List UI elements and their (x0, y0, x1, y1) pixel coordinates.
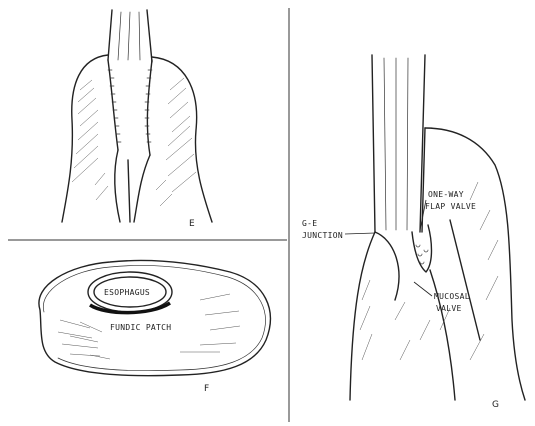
label-mucosal-valve-line1: MUCOSAL (434, 292, 470, 301)
label-ge-junction-line2: JUNCTION (302, 231, 343, 240)
panel-f-drawing (39, 260, 270, 375)
label-ge-junction-line1: G-E (302, 219, 317, 228)
label-flap-valve-line2: FLAP VALVE (425, 202, 476, 211)
panel-g-drawing (350, 55, 525, 400)
panel-f-letter: F (204, 384, 209, 394)
ge-junction-leader (345, 233, 375, 234)
panel-e-drawing (62, 10, 212, 222)
label-mucosal-valve-line2: VALVE (436, 304, 462, 313)
panel-e-letter: E (189, 219, 195, 229)
label-flap-valve-line1: ONE-WAY (428, 190, 464, 199)
label-fundic-patch: FUNDIC PATCH (110, 323, 171, 332)
panel-g-letter: G (492, 400, 499, 410)
mucosal-valve-leader (414, 282, 432, 296)
label-esophagus: ESOPHAGUS (104, 288, 150, 297)
